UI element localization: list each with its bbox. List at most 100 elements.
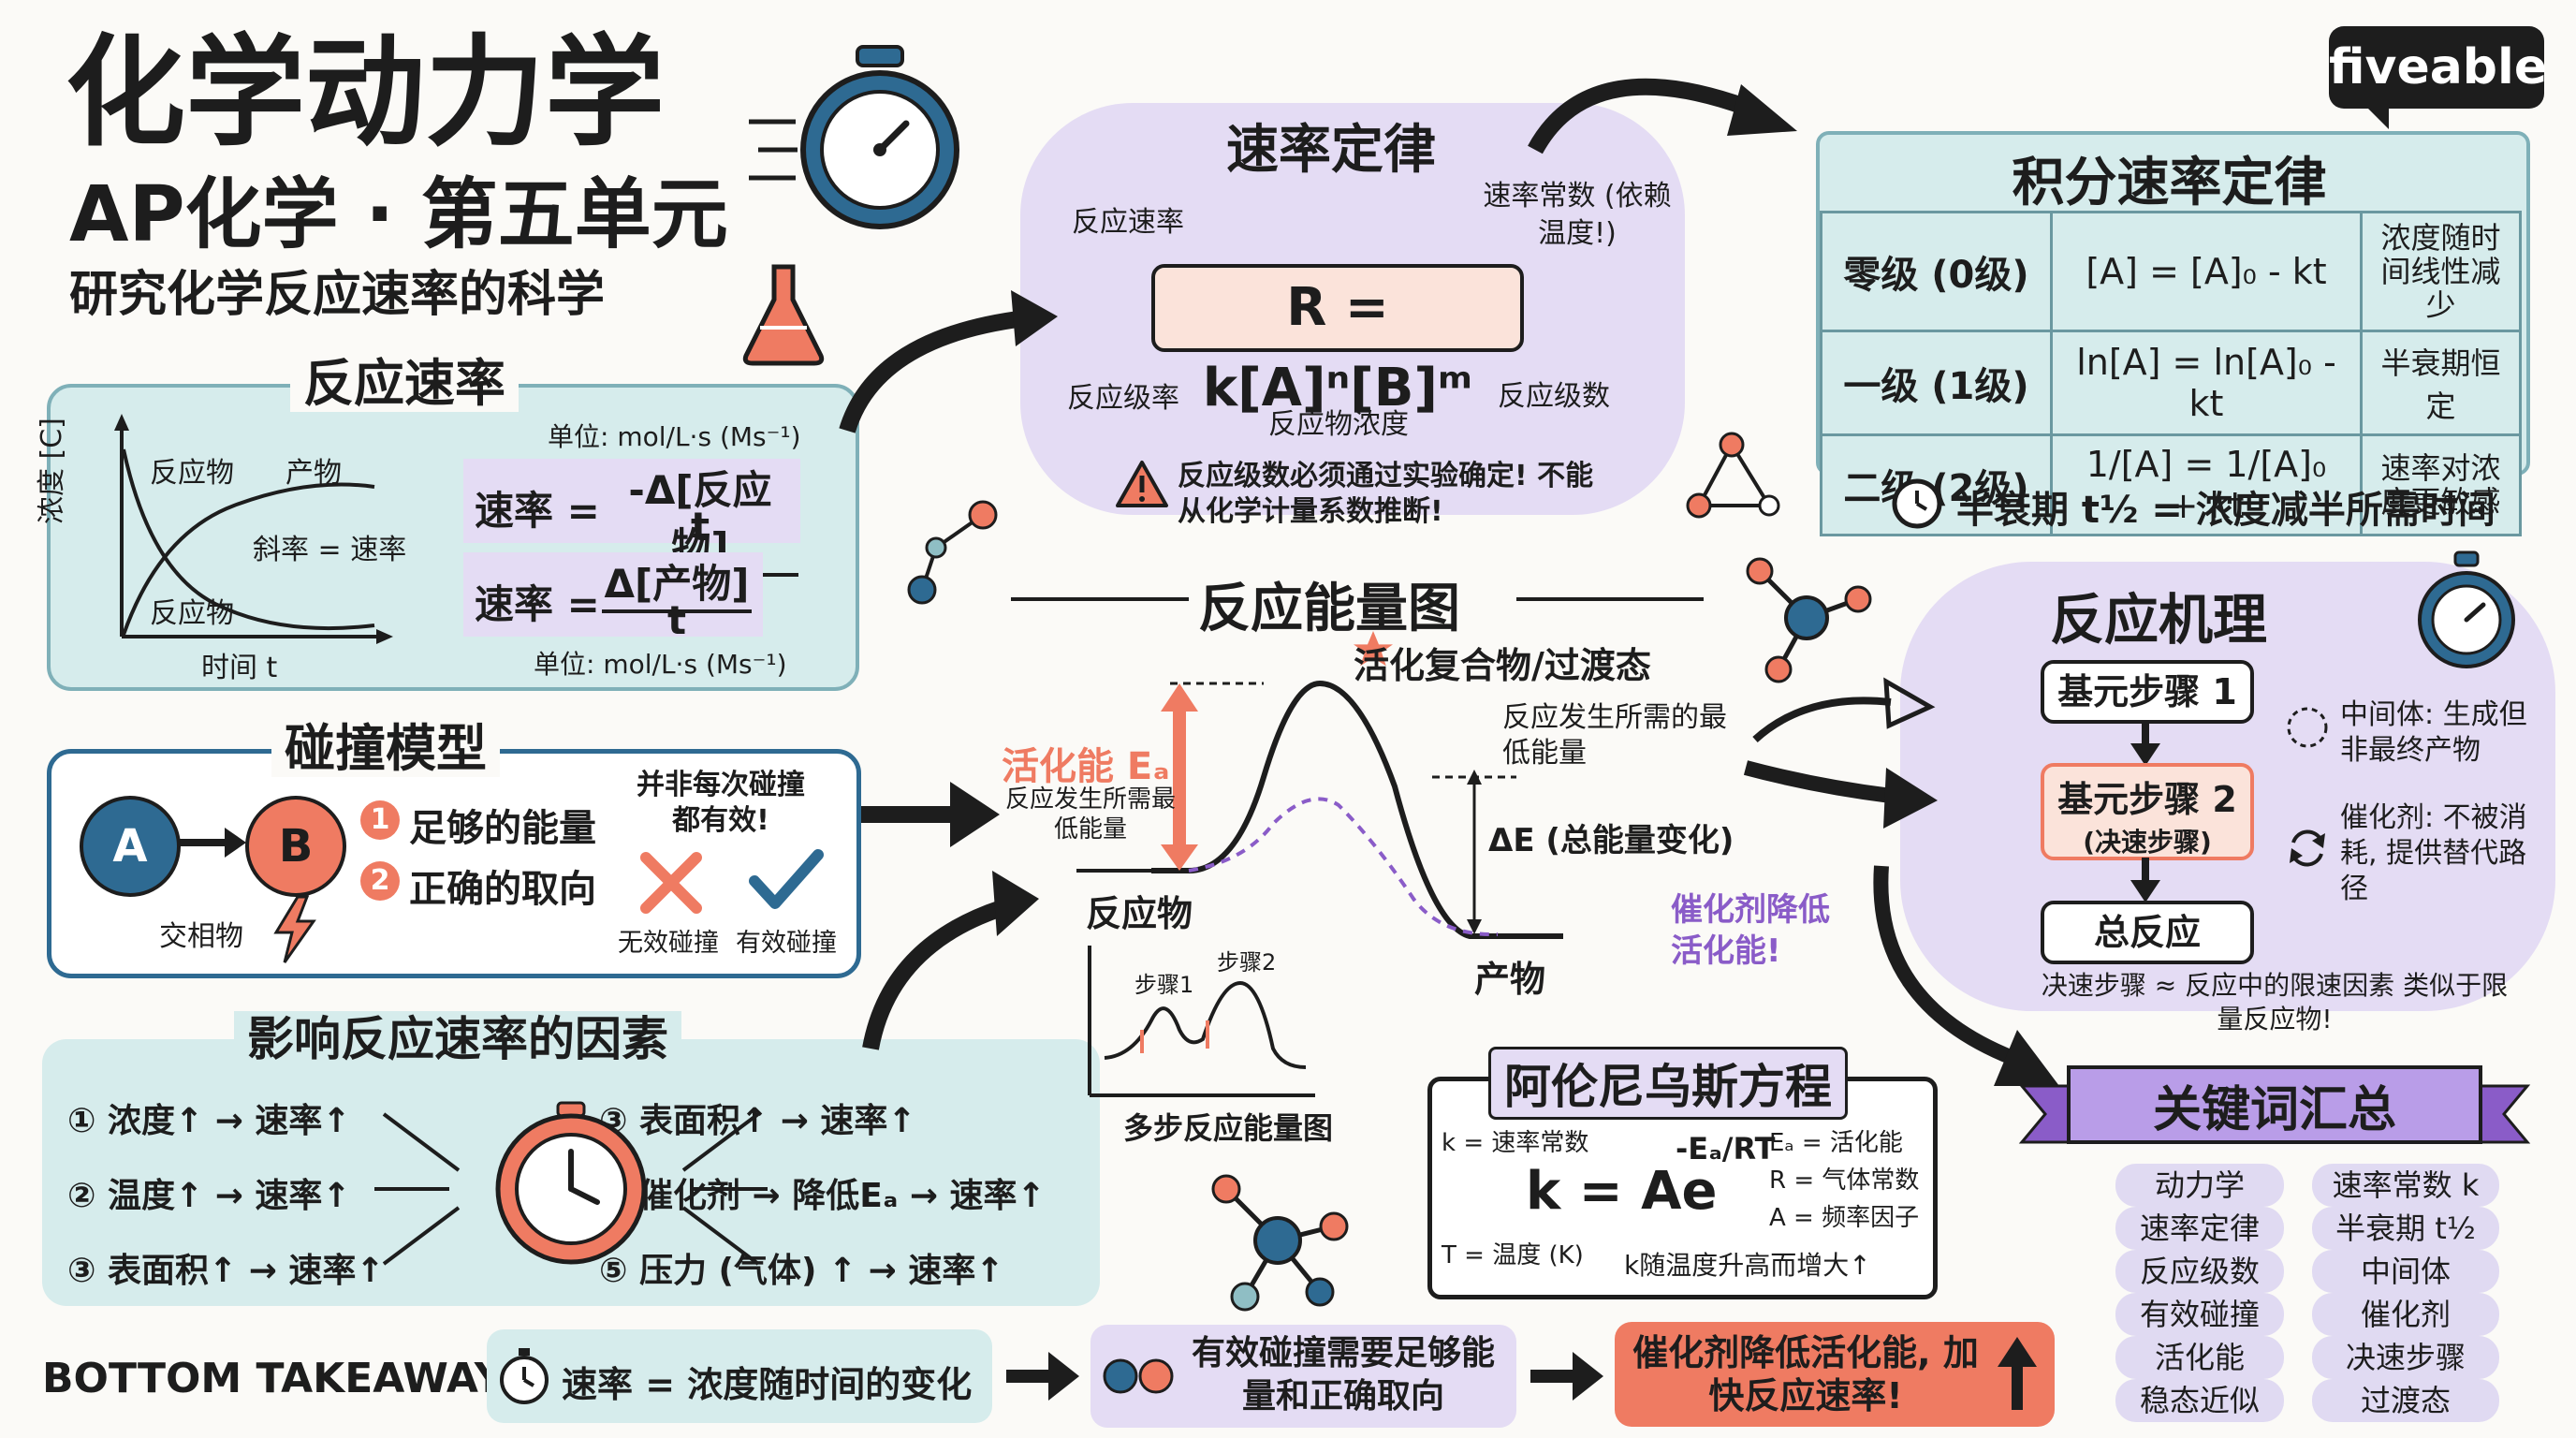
keyword-chip: 稳态近似 [2115,1379,2284,1422]
half-life-clock-icon [1892,478,1942,529]
half-life-note: 半衰期 t½ = 浓度减半所需时间 [1956,489,2496,532]
rate-law-order-left: 反应级率 [1067,382,1179,415]
arrhenius-header: 阿伦尼乌斯方程 [1488,1047,1848,1120]
brand-logo-text: fiveable [2329,39,2548,95]
graph-reactant-top: 反应物 [150,457,234,490]
collision-panel [47,749,861,978]
takeaway-clock-icon [500,1348,549,1404]
keyword-chip: 反应级数 [2115,1250,2284,1293]
molecule-icon [907,500,998,605]
energy-delta-e: ΔE (总能量变化) [1488,822,1734,859]
mechanism-step-2-sub: (决速步骤) [2083,827,2212,858]
molecule-a: A [80,796,181,897]
mechanism-step-1: 基元步骤 1 [2041,660,2254,724]
warning-icon [1116,461,1168,507]
law-cell: ln[A] = ln[A]₀ - kt [2050,330,2363,436]
integrated-header: 积分速率定律 [2012,153,2327,213]
flow-arrow-7 [1873,865,2059,1086]
takeaway-3-text: 催化剂降低活化能, 加快反应速率! [1632,1332,1979,1416]
page-description: 研究化学反应速率的科学 [69,267,606,323]
flask-icon [742,264,825,366]
mechanism-step-2-label: 基元步骤 2 [2057,779,2237,820]
law-cell: 1/[A] = 1/[A]₀ + kt [2050,433,2363,536]
energy-diagram [1076,631,1563,939]
takeaway-2-text: 有效碰撞需要足够能量和正确取向 [1191,1334,1495,1416]
rate-law-conc: 反应物浓度 [1268,408,1409,441]
collision-arrow [173,828,246,858]
takeaway-1: 速率 = 浓度随时间的变化 [487,1329,992,1423]
keywords-header: 关键词汇总 [2152,1082,2396,1138]
flow-arrow-5 [1752,677,1936,742]
arrhenius-a-def: A = 频率因子 [1769,1204,1920,1232]
invalid-collision-label: 无效碰撞 [618,929,719,958]
unit-top: 单位: mol/L·s (Ms⁻¹) [548,421,801,452]
rate-law-constant: 速率常数 (依赖温度!) [1483,180,1672,250]
clock-icon [374,1101,768,1266]
keyword-chip: 速率定律 [2115,1207,2284,1250]
order-cell: 零级 (0级) [1820,211,2053,332]
multi-step-label-2: 步骤2 [1217,949,1277,976]
multi-step-caption: 多步反应能量图 [1123,1110,1334,1146]
rate-law-rate: 反应速率 [1072,206,1184,239]
keyword-chip: 有效碰撞 [2115,1293,2284,1336]
factor-item: ③ 表面积↑ → 速率↑ [599,1102,916,1140]
up-arrow-icon [1998,1337,2037,1410]
mechanism-catalyst: 催化剂: 不被消耗, 提供替代路径 [2340,801,2527,905]
integrated-table: 零级 (0级) [A] = [A]₀ - kt 浓度随时间线性减少 一级 (1级… [1820,211,2522,536]
graph-product: 产物 [285,457,342,490]
factor-item: ③ 表面积↑ → 速率↑ [67,1252,385,1290]
flow-arrow-1 [839,290,1058,433]
factor-item: ① 浓度↑ → 速率↑ [67,1102,351,1140]
mechanism-arrow [2130,721,2160,766]
takeaway-arrow [1530,1352,1603,1401]
mechanism-stopwatch-icon [2418,550,2515,668]
energy-product: 产物 [1474,959,1546,1000]
energy-ea: 活化能 Eₐ [1002,745,1170,788]
keyword-chip: 中间体 [2312,1250,2499,1293]
rate-law-warning: 反应级数必须通过实验确定! 不能从化学计量系数推断! [1178,460,1594,528]
rate-formula-2-lhs: 速率 = [475,581,600,627]
reaction-rate-header: 反应速率 [290,356,519,412]
graph-slope: 斜率 = 速率 [253,534,407,566]
valid-collision-label: 有效碰撞 [736,929,837,958]
factors-header: 影响反应速率的因素 [234,1011,681,1067]
mechanism-header: 反应机理 [2050,588,2268,652]
mechanism-rds-note: 决速步骤 ≈ 反应中的限速因素 类似于限量反应物! [2041,970,2509,1034]
note-cell: 半衰期恒定 [2360,330,2522,436]
takeaway-2: 有效碰撞需要足够能量和正确取向 [1090,1325,1516,1428]
triangle-molecule-icon [1686,432,1780,519]
graph-y-label: 浓度 [C] [36,418,68,524]
energy-min-energy: 反应发生所需的最低能量 [1502,701,1727,770]
arrhenius-r-def: R = 气体常数 [1769,1167,1920,1195]
arrhenius-formula: k = Ae [1526,1161,1718,1222]
arrhenius-note: k随温度升高而增大↑ [1624,1250,1871,1281]
takeaway-label: BOTTOM TAKEAWAY [42,1355,505,1402]
brand-logo: fiveable [2329,26,2548,129]
collision-header: 碰撞模型 [271,721,500,777]
keyword-chip: 过渡态 [2312,1379,2499,1422]
x-mark-icon [640,852,702,914]
flow-arrow-3 [861,782,1000,847]
table-row: 一级 (1级) ln[A] = ln[A]₀ - kt 半衰期恒定 [1820,330,2522,436]
unit-bottom: 单位: mol/L·s (Ms⁻¹) [534,649,787,680]
note-cell: 浓度随时间线性减少 [2360,211,2522,332]
molecule-icon [1746,557,1872,683]
check-mark-icon [749,849,824,909]
multi-step-diagram [1088,946,1315,1097]
arrhenius-ea-def: Eₐ = 活化能 [1769,1129,1903,1157]
energy-catalyst: 催化剂降低活化能! [1671,891,1830,970]
rate-law-header: 速率定律 [1226,120,1436,181]
graph-reactant-bottom: 反应物 [150,597,234,630]
cond1-label: 足够的能量 [409,807,596,850]
cond2-badge: 2 [360,861,400,901]
takeaway-arrow [1006,1352,1079,1401]
mechanism-arrow [2130,858,2160,902]
order-cell: 一级 (1级) [1820,330,2053,436]
arrhenius-exponent: -Eₐ/RT [1676,1131,1776,1167]
energy-reactant: 反应物 [1086,893,1193,934]
cond2-label: 正确的取向 [409,868,596,911]
keyword-chip: 活化能 [2115,1336,2284,1379]
concentration-time-graph [114,414,393,644]
page-subtitle: AP化学 · 第五单元 [69,170,728,259]
molecule-b: B [245,796,346,897]
